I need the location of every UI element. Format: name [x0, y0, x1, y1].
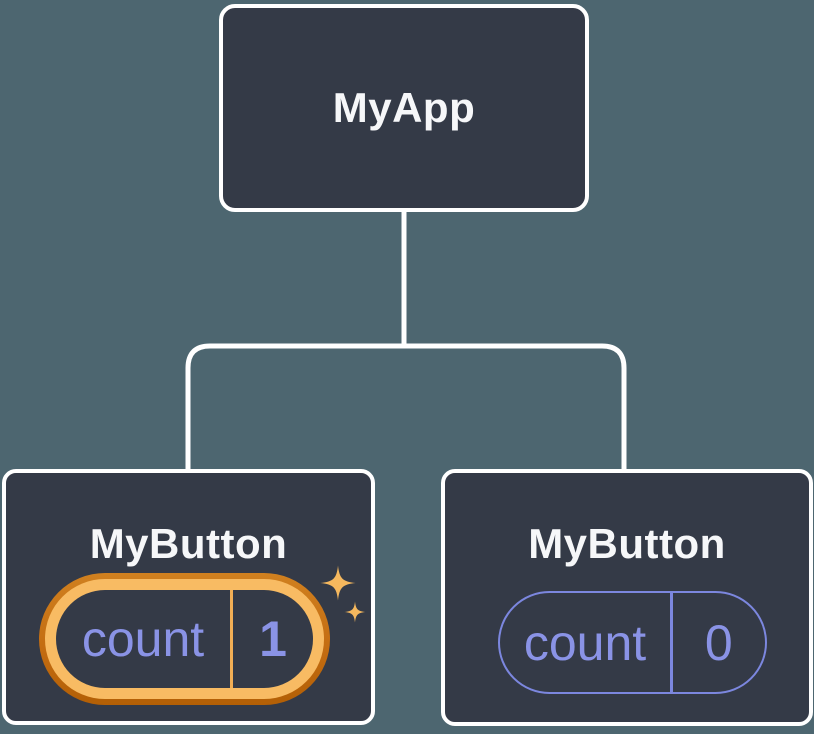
state-value: 0: [704, 614, 733, 671]
state-value: 1: [259, 611, 287, 667]
state-pill-divider: [670, 593, 673, 692]
state-name-label: count: [523, 614, 647, 671]
node-mybutton-right: MyButton count 0: [441, 469, 813, 726]
sparkles-icon: [320, 565, 366, 623]
state-pill-divider: [230, 590, 233, 688]
state-pill-core: count 1: [56, 590, 313, 688]
state-pill-highlight-ring: count 1: [45, 579, 324, 699]
node-myapp: MyApp: [219, 4, 589, 212]
state-name-label: count: [81, 611, 205, 667]
state-pill-highlighted: count 1: [39, 573, 330, 705]
state-pill-plain: count 0: [498, 591, 767, 694]
node-mybutton-left: MyButton count 1: [2, 469, 375, 725]
node-mybutton-left-label: MyButton: [89, 520, 288, 567]
node-mybutton-right-label: MyButton: [528, 520, 726, 567]
node-myapp-label: MyApp: [332, 84, 476, 131]
